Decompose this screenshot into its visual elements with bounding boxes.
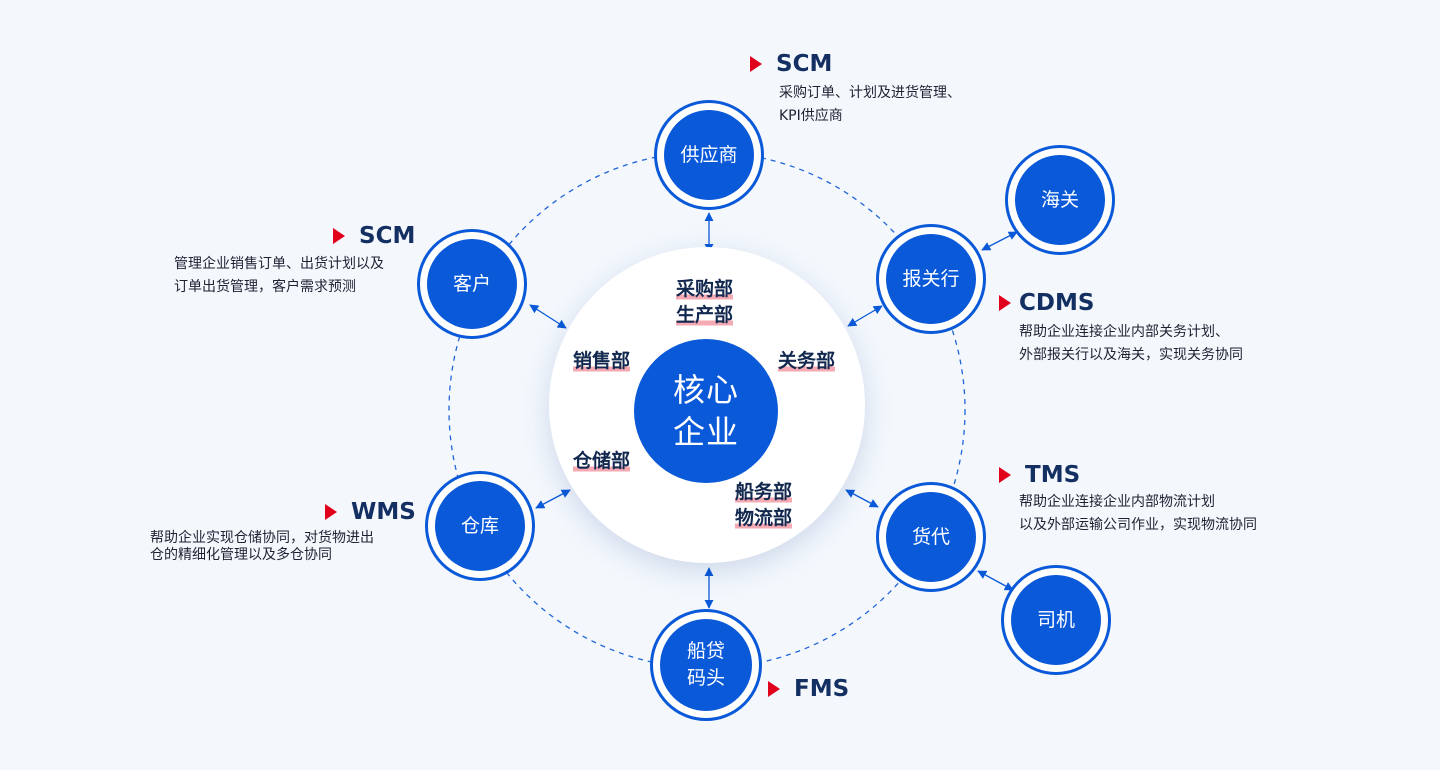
system-wms-desc: 帮助企业实现仓储协同，对货物进出 仓的精细化管理以及多仓协同 xyxy=(150,530,374,564)
dept-logistics: 物流部 xyxy=(735,507,793,530)
node-customer-label: 客户 xyxy=(452,272,491,295)
arrow-broker-customs xyxy=(981,231,1018,251)
system-wms-name: WMS xyxy=(351,499,416,525)
system-tms-desc-line1: 帮助企业连接企业内部物流计划 xyxy=(1019,494,1215,510)
node-customs-label: 海关 xyxy=(1040,188,1079,211)
system-wms-desc-line1: 帮助企业实现仓储协同，对货物进出 xyxy=(150,530,374,546)
dept-warehousing: 仓储部 xyxy=(573,450,631,473)
arrow-forwarder-core xyxy=(845,489,879,508)
node-dock-label: 船贷 码头 xyxy=(685,638,727,692)
red-triangle-icon xyxy=(999,467,1011,483)
node-driver[interactable]: 司机 xyxy=(1001,565,1111,675)
dept-sales: 销售部 xyxy=(573,350,631,373)
core-label-line1: 核心 xyxy=(672,371,739,409)
node-dock-label-line2: 码头 xyxy=(686,667,725,689)
node-supplier-label: 供应商 xyxy=(680,143,738,166)
node-customs-broker[interactable]: 报关行 xyxy=(876,224,986,334)
arrow-forwarder-driver xyxy=(977,570,1014,591)
system-fms-name: FMS xyxy=(794,676,850,702)
arrow-warehouse-core xyxy=(535,489,571,509)
core-label-line2: 企业 xyxy=(672,413,739,451)
system-tms: TMS xyxy=(999,461,1080,489)
system-scm-top: SCM xyxy=(750,50,832,78)
system-scm-top-desc-line1: 采购订单、计划及进货管理、 xyxy=(779,85,961,101)
system-scm-left-desc-line1: 管理企业销售订单、出货计划以及 xyxy=(174,256,384,272)
node-freight-forwarder-label: 货代 xyxy=(911,525,950,548)
arrow-customer-core xyxy=(529,304,567,329)
system-wms-desc-line2: 仓的精细化管理以及多仓协同 xyxy=(150,547,332,563)
system-scm-top-desc: 采购订单、计划及进货管理、 KPI供应商 xyxy=(779,82,961,128)
node-customs-broker-label: 报关行 xyxy=(902,267,960,290)
dept-production: 生产部 xyxy=(676,304,734,327)
node-supplier[interactable]: 供应商 xyxy=(654,100,764,210)
system-tms-name: TMS xyxy=(1025,462,1081,488)
system-scm-left: SCM xyxy=(333,222,415,250)
system-fms: FMS xyxy=(768,675,849,703)
system-cdms-desc-line2: 外部报关行以及海关，实现关务协同 xyxy=(1019,347,1243,363)
node-dock-label-line1: 船贷 xyxy=(686,640,725,662)
red-triangle-icon xyxy=(768,681,780,697)
system-scm-left-desc-line2: 订单出货管理，客户需求预测 xyxy=(174,279,356,295)
system-scm-left-desc: 管理企业销售订单、出货计划以及 订单出货管理，客户需求预测 xyxy=(174,253,384,299)
dept-shipping: 船务部 xyxy=(735,481,793,504)
dept-customs-affairs: 关务部 xyxy=(778,350,836,373)
core-enterprise-label: 核心 企业 xyxy=(671,369,741,453)
node-warehouse-label: 仓库 xyxy=(460,514,499,537)
system-scm-top-name: SCM xyxy=(776,51,833,77)
node-freight-forwarder[interactable]: 货代 xyxy=(876,482,986,592)
system-scm-left-name: SCM xyxy=(359,223,416,249)
dept-purchase: 采购部 xyxy=(676,278,734,301)
system-cdms: CDMS xyxy=(999,289,1094,317)
red-triangle-icon xyxy=(999,295,1011,311)
node-customer[interactable]: 客户 xyxy=(417,229,527,339)
red-triangle-icon xyxy=(750,56,762,72)
arrow-broker-core xyxy=(847,305,883,327)
red-triangle-icon xyxy=(325,504,337,520)
node-driver-label: 司机 xyxy=(1036,608,1075,631)
system-wms: WMS xyxy=(325,498,416,526)
system-cdms-name: CDMS xyxy=(1019,290,1095,316)
system-scm-top-desc-line2: KPI供应商 xyxy=(779,108,843,124)
system-tms-desc: 帮助企业连接企业内部物流计划 以及外部运输公司作业，实现物流协同 xyxy=(1019,491,1257,537)
node-warehouse[interactable]: 仓库 xyxy=(425,471,535,581)
system-cdms-desc: 帮助企业连接企业内部关务计划、 外部报关行以及海关，实现关务协同 xyxy=(1019,321,1243,367)
system-tms-desc-line2: 以及外部运输公司作业，实现物流协同 xyxy=(1019,517,1257,533)
core-enterprise-node[interactable]: 核心 企业 xyxy=(634,339,778,483)
node-dock[interactable]: 船贷 码头 xyxy=(650,609,762,721)
red-triangle-icon xyxy=(333,228,345,244)
system-cdms-desc-line1: 帮助企业连接企业内部关务计划、 xyxy=(1019,324,1229,340)
node-customs[interactable]: 海关 xyxy=(1005,145,1115,255)
ring-dashed-orbit xyxy=(448,151,966,669)
